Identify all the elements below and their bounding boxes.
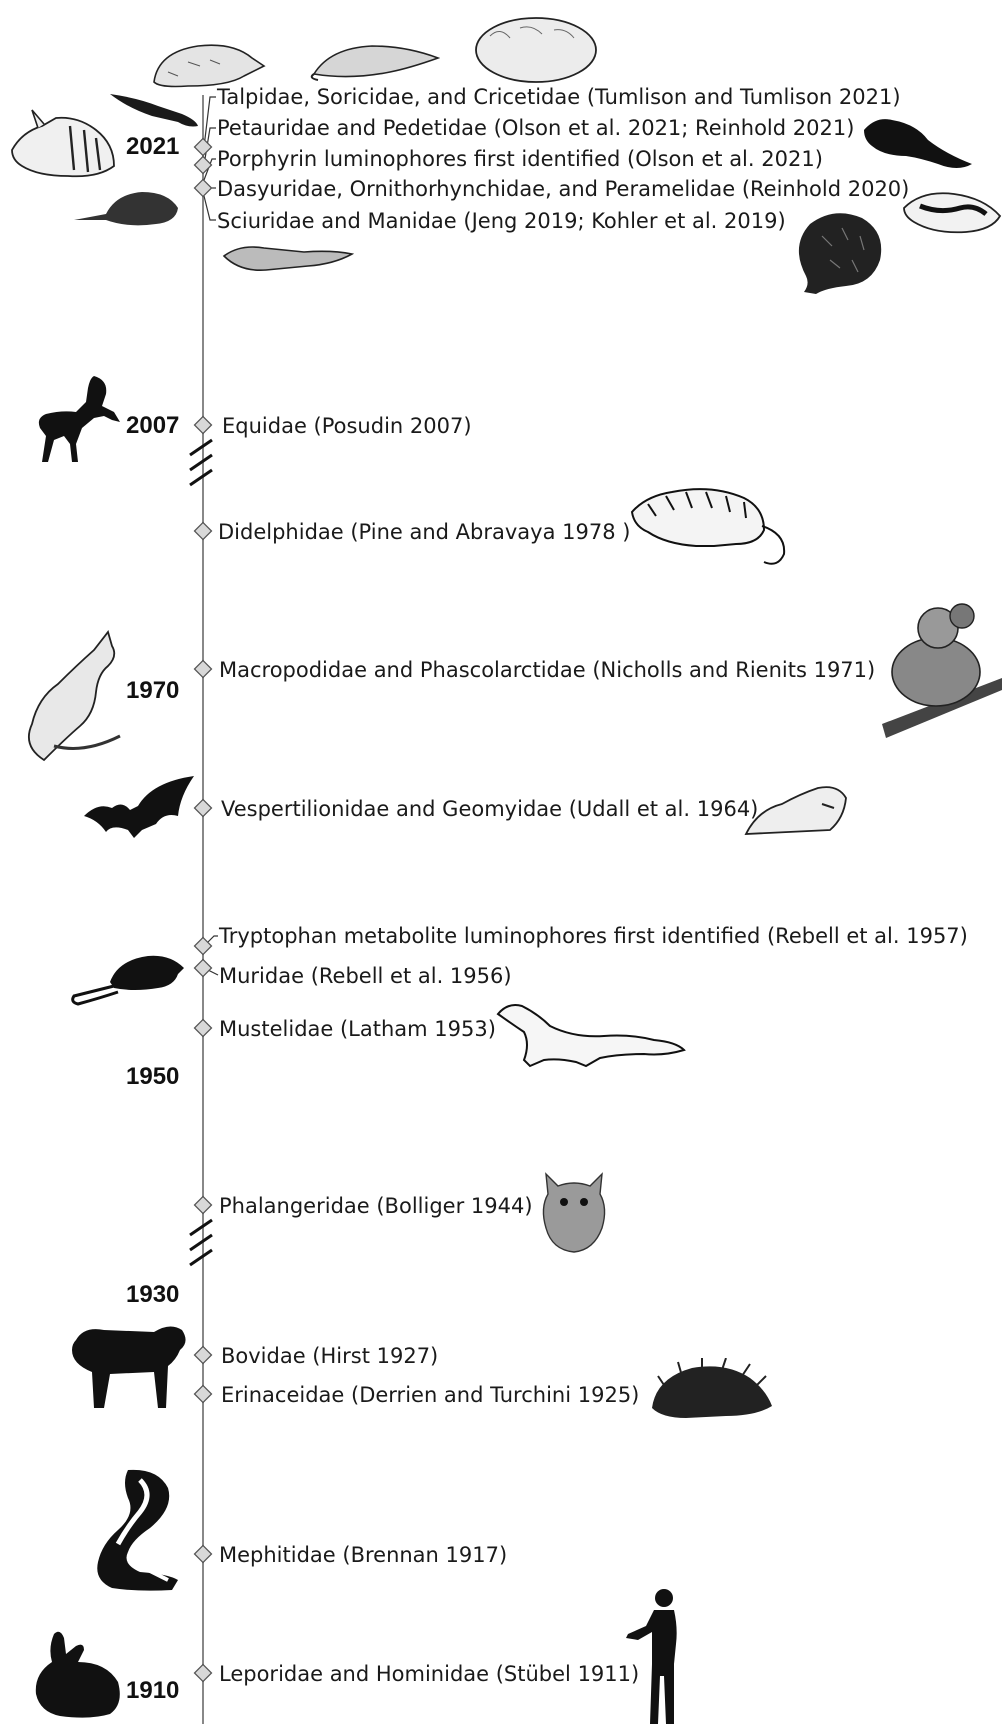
year-label-2021: 2021 [126, 133, 179, 161]
bat-icon [82, 772, 196, 842]
timeline-entry: Phalangeridae (Bolliger 1944) [219, 1193, 533, 1219]
flying-squirrel-icon [222, 240, 354, 280]
horse-icon [36, 374, 120, 464]
axis-break-lower [190, 1220, 212, 1265]
marker-e12 [195, 1020, 212, 1037]
timeline-entry: Leporidae and Hominidae (Stübel 1911) [219, 1661, 639, 1687]
timeline-entry: Porphyrin luminophores first identified … [217, 146, 823, 172]
hedgehog-icon [646, 1358, 776, 1424]
koala-icon [878, 600, 1004, 740]
platypus-icon [900, 184, 1004, 240]
timeline-entry: Petauridae and Pedetidae (Olson et al. 2… [217, 115, 854, 141]
timeline-entry: Mustelidae (Latham 1953) [219, 1016, 496, 1042]
marker-e2 [195, 157, 212, 174]
marker-e10 [195, 938, 212, 955]
rat-icon [70, 946, 188, 1008]
pocket-gopher-icon [742, 774, 850, 840]
bandicoot-icon [8, 104, 118, 182]
timeline-entry: Talpidae, Soricidae, and Cricetidae (Tum… [217, 84, 901, 110]
year-label-1970: 1970 [126, 677, 179, 705]
possum-icon [538, 1168, 610, 1256]
timeline-entry: Vespertilionidae and Geomyidae (Udall et… [221, 796, 758, 822]
year-label-1910: 1910 [126, 1677, 179, 1705]
marker-e11 [195, 960, 212, 977]
marker-e13 [195, 1197, 212, 1214]
marker-e6 [195, 417, 212, 434]
human-icon [624, 1588, 684, 1724]
mole-icon [148, 32, 266, 90]
ferret-icon [494, 996, 686, 1070]
marker-e16 [195, 1546, 212, 1563]
timeline-entry: Mephitidae (Brennan 1917) [219, 1542, 507, 1568]
timeline-entry: Sciuridae and Manidae (Jeng 2019; Kohler… [217, 208, 786, 234]
marker-e9 [195, 800, 212, 817]
timeline-entry: Bovidae (Hirst 1927) [221, 1343, 438, 1369]
marker-e7 [195, 523, 212, 540]
small-marsupial-icon [72, 180, 184, 230]
sugar-glider-icon [108, 84, 200, 132]
marker-e14 [195, 1347, 212, 1364]
timeline-entry: Muridae (Rebell et al. 1956) [219, 963, 512, 989]
springhare-icon [858, 106, 974, 176]
axis-break-upper [190, 440, 212, 485]
timeline-entry: Erinaceidae (Derrien and Turchini 1925) [221, 1382, 639, 1408]
timeline-entry: Tryptophan metabolite luminophores first… [219, 923, 968, 949]
shrew-icon [310, 34, 440, 82]
marker-e15 [195, 1386, 212, 1403]
timeline-entry: Macropodidae and Phascolarctidae (Nichol… [219, 657, 875, 683]
skunk-icon [88, 1468, 182, 1592]
pangolin-icon [786, 206, 888, 294]
year-label-1930: 1930 [126, 1281, 179, 1309]
vole-icon [470, 6, 606, 84]
marker-e1 [195, 139, 212, 156]
timeline-entry: Equidae (Posudin 2007) [222, 413, 472, 439]
marker-e8 [195, 661, 212, 678]
year-label-1950: 1950 [126, 1063, 179, 1091]
sheep-icon [64, 1320, 190, 1410]
marker-e17 [195, 1665, 212, 1682]
opossum-icon [626, 474, 796, 570]
rabbit-icon [30, 1628, 124, 1720]
year-label-2007: 2007 [126, 412, 179, 440]
timeline-entry: Dasyuridae, Ornithorhynchidae, and Peram… [217, 176, 909, 202]
timeline-entry: Didelphidae (Pine and Abravaya 1978 ) [218, 519, 630, 545]
wallaby-icon [14, 626, 126, 766]
marker-e4 [195, 180, 212, 197]
